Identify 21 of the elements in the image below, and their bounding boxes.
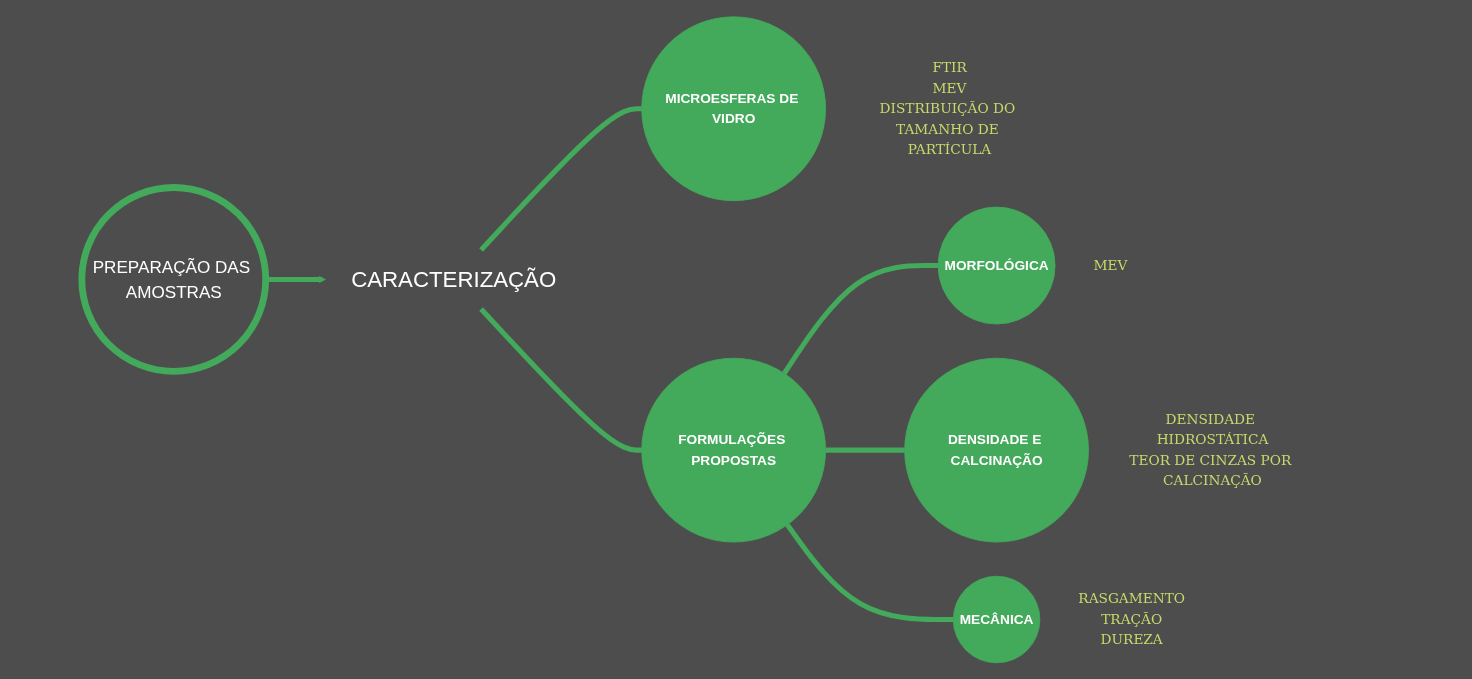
connector [479, 306, 642, 453]
node-label: FTIR [932, 58, 967, 75]
node-label: DENSIDADE HIDROSTÁTICA [1156, 410, 1269, 448]
connector [825, 447, 905, 453]
node-label: TEOR DE CINZAS POR CALCINAÇÃO [1129, 451, 1292, 489]
node-circle: MECÂNICA [953, 575, 1041, 663]
node-circle: FORMULAÇÕES PROPOSTAS [641, 357, 827, 542]
node-label: MEV [932, 79, 967, 96]
node-text: CARACTERIZAÇÃO [351, 265, 557, 292]
connector [782, 262, 939, 375]
node-label: RASGAMENTO [1078, 589, 1186, 607]
node-label: TRAÇÃO [1101, 610, 1163, 627]
connector [479, 105, 642, 252]
node-label: DISTRIBUIÇÃO DO TAMANHO DE PARTÍCULA [879, 99, 1016, 157]
node-circle: MORFOLÓGICA [937, 206, 1056, 324]
node-label: DUREZA [1100, 631, 1163, 648]
node-circle: PREPARAÇÃO DAS AMOSTRAS [78, 183, 270, 375]
node-circle: MICROESFERAS DE VIDRO [641, 15, 827, 201]
node-label: MEV [1093, 256, 1128, 273]
connector [785, 522, 954, 622]
node-circle: DENSIDADE E CALCINAÇÃO [904, 357, 1090, 542]
